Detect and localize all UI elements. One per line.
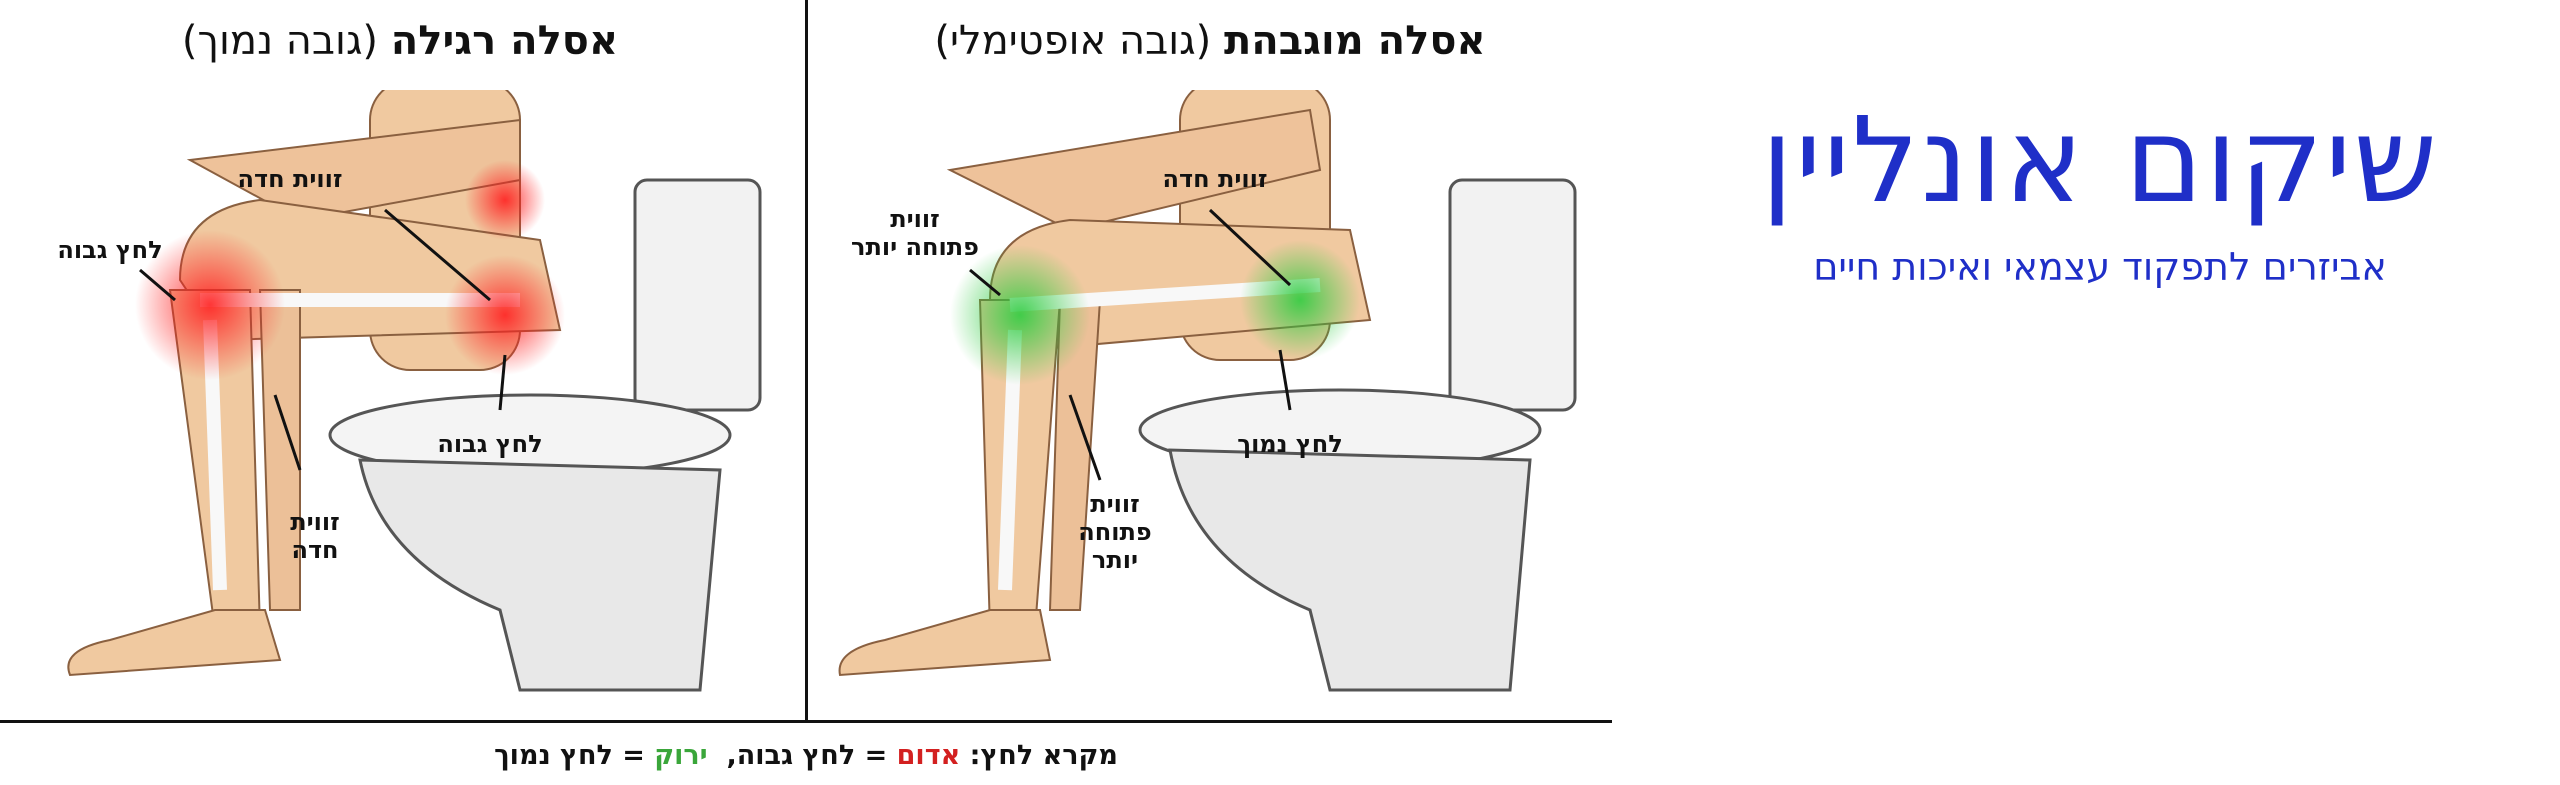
left-title-sub: (גובה נמוך): [181, 18, 379, 64]
label-arrows: [139, 208, 507, 471]
label-line: יותר: [1091, 546, 1139, 574]
right-panel-title: אסלה מוגבהת (גובה אופטימלי): [810, 18, 1610, 64]
label-line: פתוחה יותר: [851, 233, 979, 261]
legend-divider: [0, 720, 1612, 723]
left-panel-title: אסלה רגילה (גובה נמוך): [0, 18, 800, 64]
label-line: חדה: [291, 536, 339, 564]
brand-logo: שיקום אונליין אביזרים לתפקוד עצמאי ואיכו…: [1700, 95, 2500, 289]
elbow-pressure-glow: [465, 160, 545, 240]
label-arrows: [969, 208, 1292, 481]
right-toilet-illustration: [838, 90, 1577, 692]
label-line: זווית: [1090, 490, 1140, 518]
right-hip-angle-label: זווית חדה: [1162, 165, 1268, 193]
logo-wordmark: שיקום אונליין: [1761, 91, 2439, 229]
legend-red-meaning: = לחץ גבוה,: [726, 740, 888, 771]
right-title-sub: (גובה אופטימלי): [934, 18, 1212, 64]
pressure-legend: מקרא לחץ: אדום = לחץ גבוה, ירוק = לחץ נמ…: [0, 740, 1612, 771]
right-title-main: אסלה מוגבהת: [1223, 18, 1486, 64]
right-lower-knee-angle-label: זווית פתוחה יותר: [1060, 490, 1170, 574]
hip-pressure-glow: [445, 255, 565, 375]
left-hip-pressure-label: לחץ גבוה: [437, 430, 543, 458]
label-line: זווית: [290, 508, 340, 536]
toilet: [328, 178, 762, 692]
legend-green-meaning: = לחץ נמוך: [494, 740, 645, 771]
left-hip-angle-label: זווית חדה: [237, 165, 343, 193]
left-toilet-illustration: [67, 90, 762, 692]
legend-red-word: אדום: [896, 740, 961, 771]
right-hip-pressure-label: לחץ נמוך: [1237, 430, 1343, 458]
knee-low-pressure-glow: [950, 245, 1090, 385]
hip-low-pressure-glow: [1240, 240, 1360, 360]
raised-toilet: [1138, 178, 1577, 692]
left-title-main: אסלה רגילה: [390, 18, 619, 64]
knee-pressure-glow: [135, 230, 285, 380]
label-line: זווית: [890, 205, 940, 233]
legend-prefix: מקרא לחץ:: [969, 740, 1118, 771]
right-knee-angle-label: זווית פתוחה יותר: [835, 205, 995, 261]
left-knee-angle-label: זווית חדה: [270, 508, 360, 564]
logo-tagline: אביזרים לתפקוד עצמאי ואיכות חיים: [1813, 245, 2387, 289]
label-line: פתוחה: [1078, 518, 1152, 546]
legend-green-word: ירוק: [654, 740, 708, 771]
left-knee-pressure-label: לחץ גבוה: [57, 236, 163, 264]
panel-divider: [805, 0, 808, 723]
